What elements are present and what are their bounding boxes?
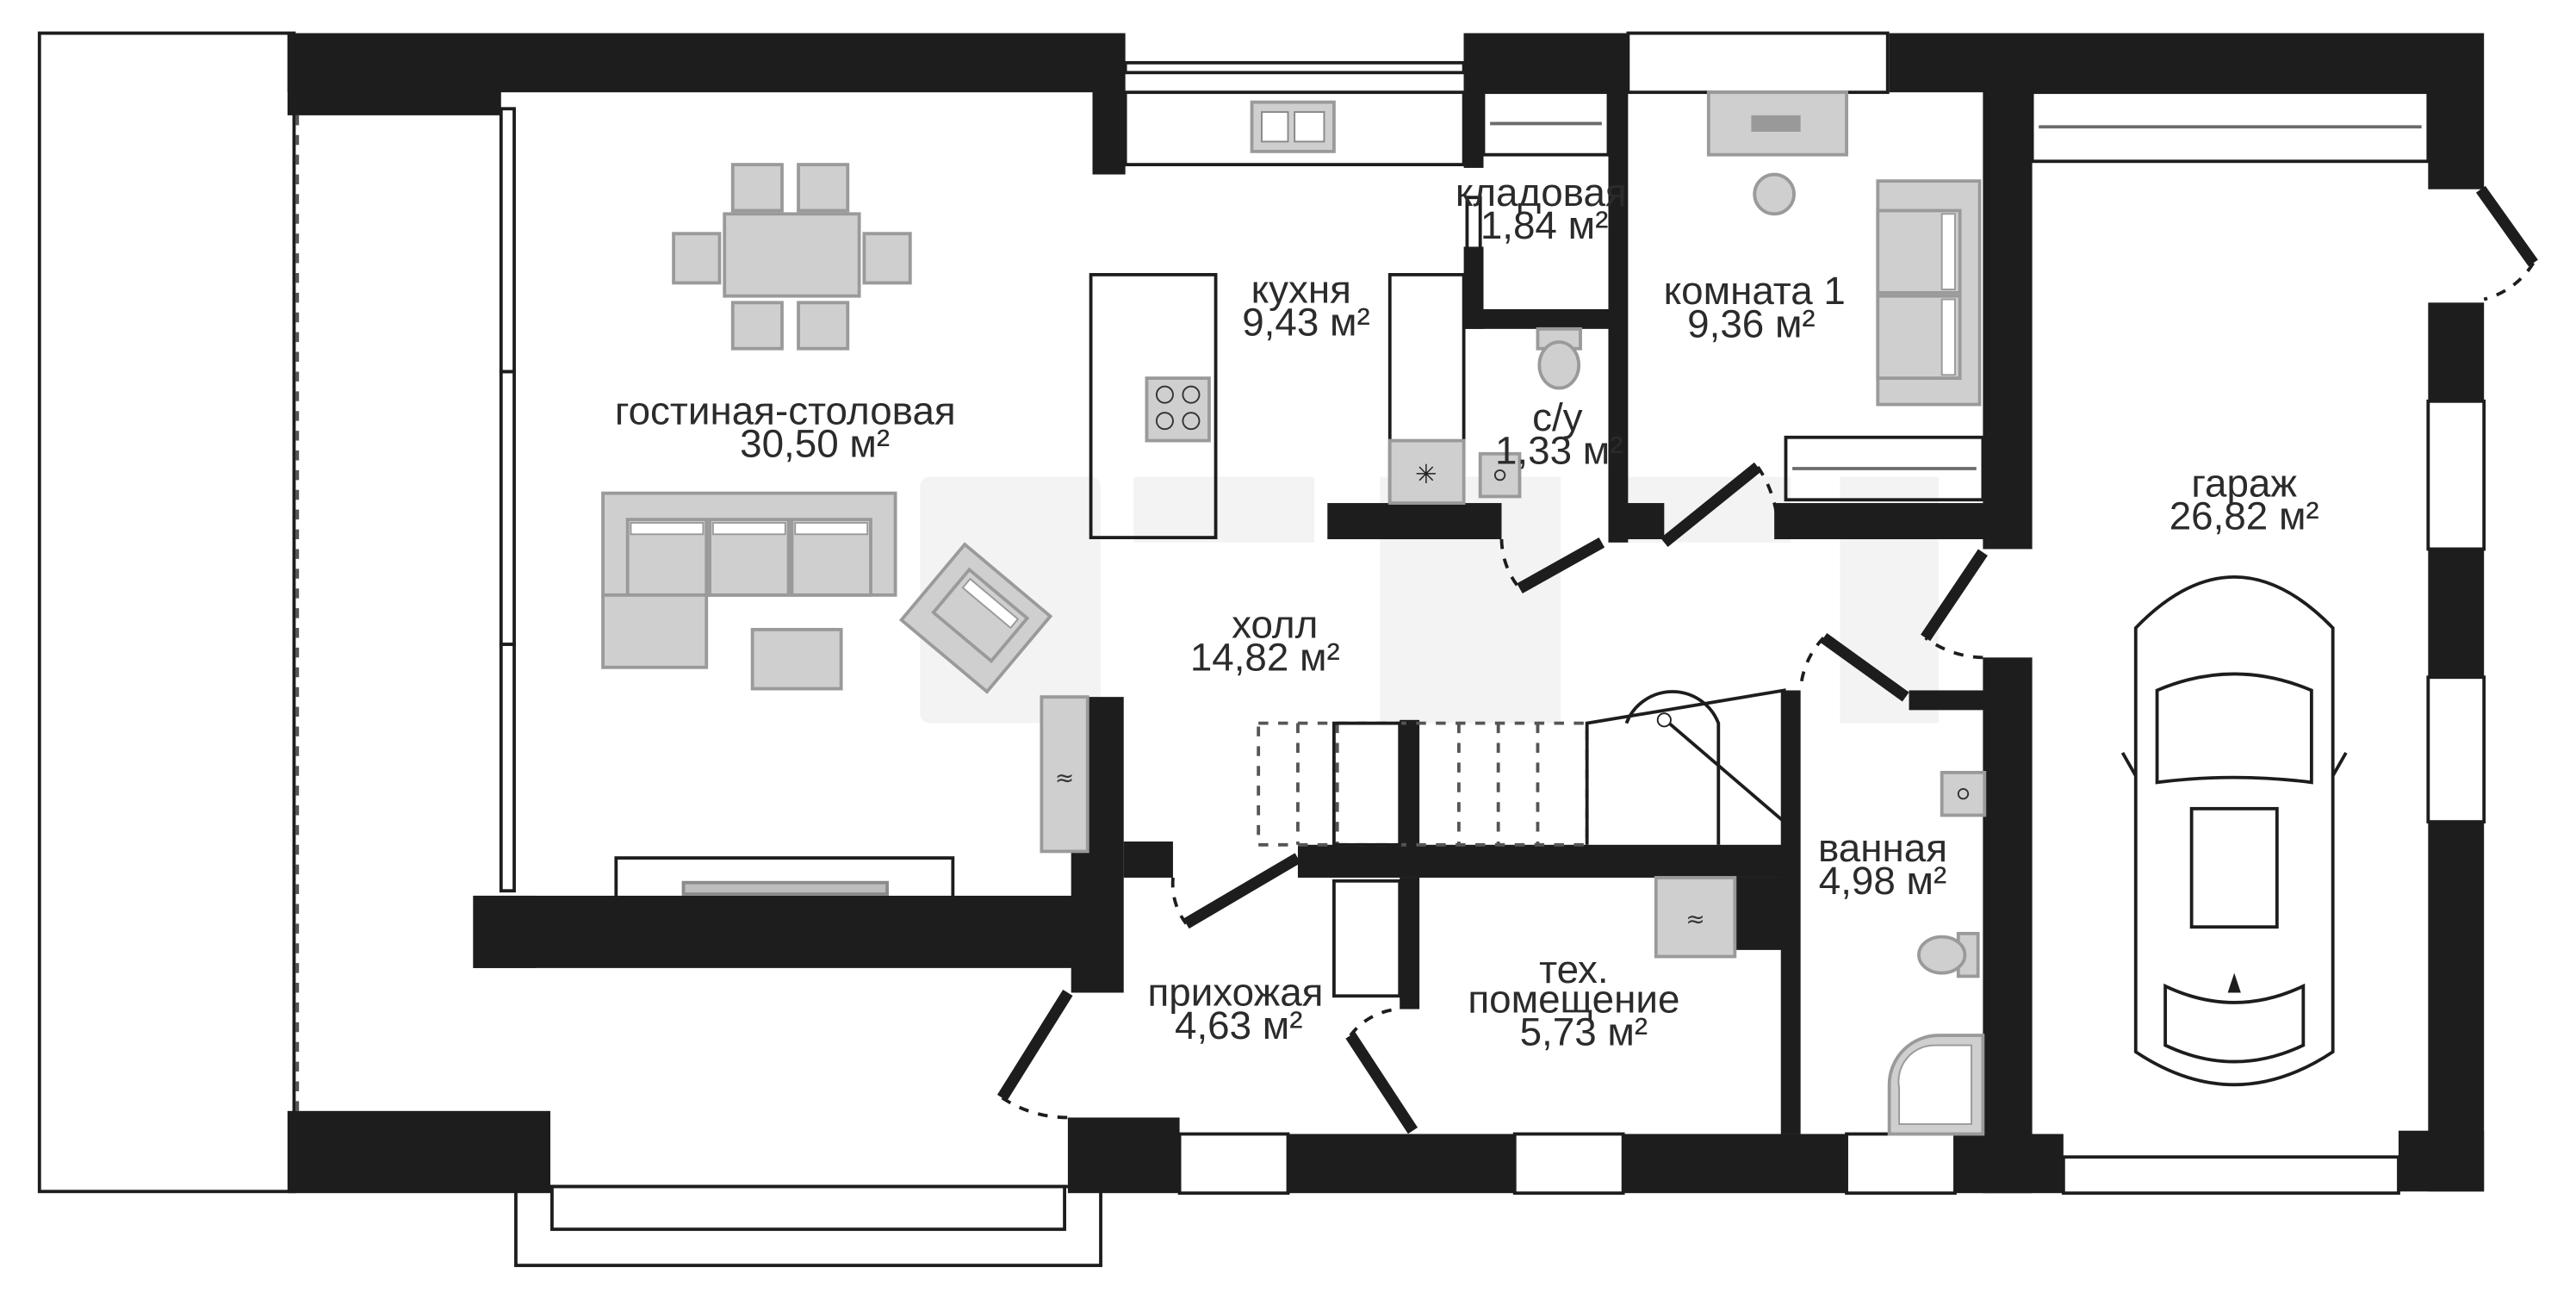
bathroom-name: ванная — [1818, 826, 1947, 870]
svg-text:≈: ≈ — [1685, 906, 1704, 933]
room-label-tech: тех. помещение 5,73 м² — [1468, 947, 1679, 1053]
bathroom-sink — [1940, 770, 1987, 817]
living-name: гостиная-столовая — [615, 388, 956, 432]
wc-area: 1,33 м² — [1495, 428, 1623, 472]
toilet-icon — [1536, 326, 1582, 390]
room1-name: комната 1 — [1664, 269, 1846, 313]
wc-sink — [1478, 451, 1522, 499]
staircase — [1257, 688, 1786, 998]
pantry-shelf — [1481, 90, 1611, 157]
tech-name-2: помещение — [1468, 977, 1679, 1021]
room-label-pantry: кладовая 1,84 м² — [1456, 171, 1627, 247]
room-label-entrance: прихожая 4,63 м² — [1147, 971, 1323, 1047]
room-label-garage: гараж 26,82 м² — [2169, 461, 2319, 537]
hall-area: 14,82 м² — [1190, 636, 1340, 680]
walls — [287, 33, 2485, 1194]
room-label-wc: с/у 1,33 м² — [1495, 395, 1623, 472]
kitchen-island — [1089, 272, 1218, 540]
wc-name: с/у — [1532, 395, 1583, 439]
fan-icon: ≈ — [1055, 765, 1074, 792]
washing-machine: ≈ — [1654, 876, 1737, 959]
room1-area: 9,36 м² — [1687, 301, 1816, 345]
hall-name: холл — [1232, 602, 1318, 646]
armchair — [898, 542, 1053, 694]
dining-table — [672, 163, 912, 351]
entrance-area: 4,63 м² — [1175, 1003, 1303, 1047]
pantry-name: кладовая — [1456, 171, 1627, 214]
garage-name: гараж — [2191, 461, 2297, 505]
tv-stand — [614, 856, 955, 913]
stove-icon — [1145, 376, 1211, 443]
wardrobe-garage — [2030, 90, 2430, 164]
kitchen-counter — [1123, 90, 1466, 167]
room-label-room1: комната 1 9,36 м² — [1664, 269, 1846, 345]
bathroom-toilet — [1917, 931, 1980, 978]
living-area: 30,50 м² — [740, 422, 890, 466]
room-label-hall: холл 14,82 м² — [1190, 602, 1340, 679]
terrace — [37, 31, 300, 1194]
coffee-table — [750, 628, 843, 691]
doors — [996, 185, 2538, 1134]
car-icon — [2120, 575, 2348, 1087]
wardrobe-room1 — [1784, 435, 1985, 502]
kitchen-name: кухня — [1251, 267, 1351, 311]
porch — [514, 1184, 1102, 1268]
tech-area: 5,73 м² — [1520, 1010, 1648, 1054]
room-label-bathroom: ванная 4,98 м² — [1818, 826, 1947, 903]
sink-icon — [1250, 100, 1336, 153]
sofa-bed — [1876, 179, 1982, 407]
shower-icon — [1887, 1034, 1985, 1136]
windows — [499, 31, 2486, 1196]
bathroom-area: 4,98 м² — [1819, 859, 1947, 903]
desk — [1706, 90, 1848, 157]
kitchen-area: 9,43 м² — [1242, 300, 1370, 344]
room-label-living: гостиная-столовая 30,50 м² — [615, 388, 956, 465]
svg-text:✳: ✳ — [1415, 460, 1437, 490]
garage-area: 26,82 м² — [2169, 494, 2319, 538]
fireplace: ≈ — [1040, 695, 1089, 854]
tech-name-1: тех. — [1539, 947, 1609, 991]
sofa — [601, 491, 897, 669]
desk-chair-icon — [1753, 172, 1796, 216]
room-label-kitchen: кухня 9,43 м² — [1242, 267, 1370, 344]
pantry-area: 1,84 м² — [1480, 203, 1609, 247]
entrance-name: прихожая — [1147, 971, 1323, 1015]
boiler-icon: ✳ — [1387, 438, 1466, 505]
fridge — [1465, 196, 1482, 278]
